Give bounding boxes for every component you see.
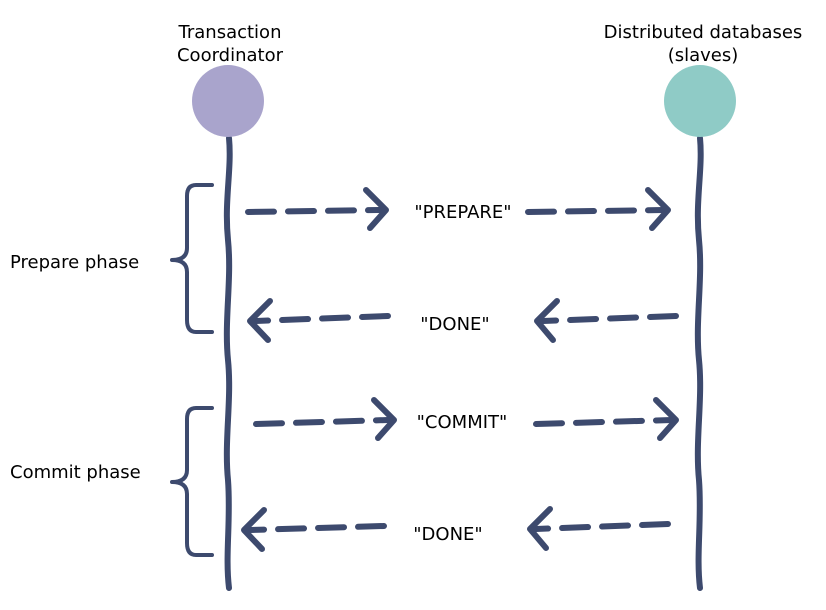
databases-title-line1: Distributed databases bbox=[604, 22, 803, 43]
commit-done-message-label: "DONE" bbox=[413, 524, 482, 545]
coordinator-lifeline bbox=[223, 135, 233, 591]
prepare-done-message-label: "DONE" bbox=[420, 314, 489, 335]
prepare-phase-label: Prepare phase bbox=[10, 252, 139, 273]
commit-arrow bbox=[253, 397, 679, 441]
coordinator-title-line2: Coordinator bbox=[177, 45, 284, 66]
commit-done-arrow bbox=[241, 506, 671, 552]
coordinator-title-line1: Transaction bbox=[178, 22, 282, 43]
prepare-message-label: "PREPARE" bbox=[414, 202, 511, 223]
databases-lifeline bbox=[694, 135, 704, 591]
prepare-done-arrow bbox=[247, 298, 679, 343]
databases-node bbox=[664, 65, 736, 137]
coordinator-node bbox=[192, 65, 264, 137]
commit-phase-brace bbox=[170, 406, 214, 557]
commit-message-label: "COMMIT" bbox=[417, 412, 508, 433]
commit-phase-label: Commit phase bbox=[10, 462, 141, 483]
databases-title-line2: (slaves) bbox=[668, 45, 739, 66]
prepare-phase-brace bbox=[170, 183, 214, 334]
prepare-arrow bbox=[245, 187, 671, 231]
